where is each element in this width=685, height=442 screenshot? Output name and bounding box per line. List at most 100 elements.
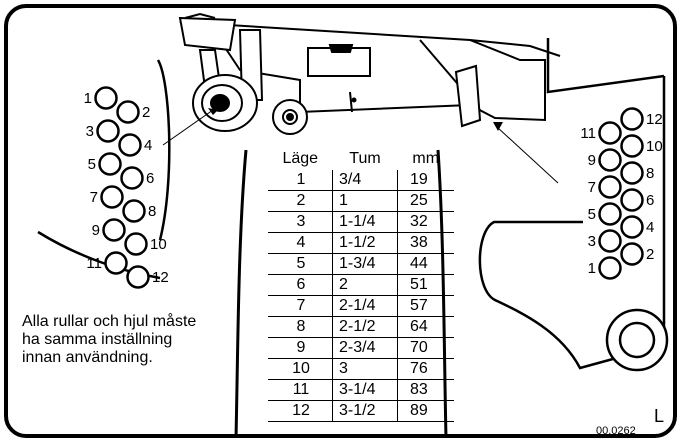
adjustment-hole: [96, 119, 120, 143]
hole-number: 8: [148, 203, 156, 220]
adjustment-hole: [598, 256, 622, 280]
cell-mm: 83: [397, 379, 454, 401]
arrowhead-left: [208, 108, 218, 115]
cell-position: 12: [268, 400, 333, 422]
cell-mm: 51: [397, 274, 454, 296]
cell-inches: 2-1/2: [332, 316, 398, 338]
hole-number: 1: [84, 90, 92, 107]
cell-position: 5: [268, 253, 333, 275]
cell-mm: 57: [397, 295, 454, 317]
adjustment-hole: [620, 107, 644, 131]
cell-mm: 44: [397, 253, 454, 275]
cell-mm: 70: [397, 337, 454, 359]
part-code: 00.0262: [596, 425, 636, 437]
cell-position: 2: [268, 190, 333, 212]
adjustment-hole: [100, 185, 124, 209]
note-line: innan användning.: [22, 349, 153, 366]
note-line: ha samma inställning: [22, 331, 173, 348]
hole-number: 9: [92, 222, 100, 239]
adjustment-hole: [620, 188, 644, 212]
adjustment-hole: [620, 242, 644, 266]
adjustment-hole: [598, 175, 622, 199]
hole-number: 6: [646, 192, 654, 209]
hole-number: 12: [152, 269, 169, 286]
hole-number: 7: [90, 189, 98, 206]
cell-position: 7: [268, 295, 333, 317]
adjustment-hole: [120, 166, 144, 190]
cell-mm: 32: [397, 211, 454, 233]
adjustment-hole: [94, 86, 118, 110]
cell-position: 1: [268, 170, 333, 191]
rear-roller: [272, 99, 308, 135]
column-header-position: Läge: [282, 150, 319, 167]
cell-inches: 3-1/2: [332, 400, 398, 422]
adjustment-hole: [104, 251, 128, 275]
hole-number: 4: [646, 219, 654, 236]
cell-position: 11: [268, 379, 333, 401]
hole-number: 3: [588, 233, 596, 250]
hole-number: 3: [86, 123, 94, 140]
cell-inches: 2: [332, 274, 398, 296]
cell-mm: 38: [397, 232, 454, 254]
right-bracket: [478, 38, 666, 370]
hole-number: 11: [580, 125, 596, 142]
cell-inches: 3/4: [332, 170, 398, 191]
hole-number: 2: [142, 104, 150, 121]
adjustment-hole: [98, 152, 122, 176]
cell-position: 6: [268, 274, 333, 296]
hole-number: 9: [588, 152, 596, 169]
right-pivot: [605, 308, 669, 372]
front-wheel: [192, 74, 258, 132]
adjustment-hole: [620, 134, 644, 158]
column-header-inches: Tum: [349, 150, 381, 167]
adjustment-hole: [116, 100, 140, 124]
hole-number: 10: [646, 138, 663, 155]
hole-number: 6: [146, 170, 154, 187]
cell-mm: 89: [397, 400, 454, 422]
instruction-note: Alla rullar och hjul måste ha samma inst…: [22, 313, 196, 367]
hole-number: 7: [588, 179, 596, 196]
decal-frame: [4, 4, 677, 438]
column-header-mm: mm: [412, 150, 440, 167]
adjustment-hole: [620, 161, 644, 185]
adjustment-hole: [598, 148, 622, 172]
cell-inches: 2-1/4: [332, 295, 398, 317]
cell-position: 8: [268, 316, 333, 338]
cell-inches: 1-3/4: [332, 253, 398, 275]
hole-number: 10: [150, 236, 167, 253]
adjustment-hole: [102, 218, 126, 242]
cell-mm: 64: [397, 316, 454, 338]
cell-inches: 3: [332, 358, 398, 380]
side-label: L: [654, 406, 665, 426]
adjustment-hole: [598, 121, 622, 145]
cell-inches: 2-3/4: [332, 337, 398, 359]
adjustment-hole: [620, 215, 644, 239]
hole-number: 5: [88, 156, 96, 173]
table-header-row: Läge Tum mm: [268, 148, 454, 170]
cell-inches: 1: [332, 190, 398, 212]
cell-mm: 25: [397, 190, 454, 212]
hole-number: 2: [646, 246, 654, 263]
adjustment-hole: [126, 265, 150, 289]
cell-position: 9: [268, 337, 333, 359]
cell-position: 3: [268, 211, 333, 233]
hole-number: 12: [646, 111, 663, 128]
cell-mm: 76: [397, 358, 454, 380]
hole-number: 5: [588, 206, 596, 223]
hole-number: 4: [144, 137, 152, 154]
cell-inches: 1-1/4: [332, 211, 398, 233]
